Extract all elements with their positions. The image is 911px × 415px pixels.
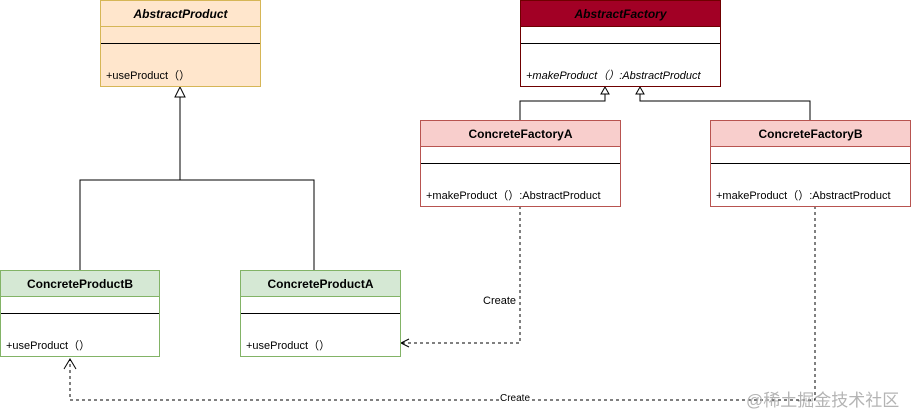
inheritance-arrowhead-factory-b: [635, 85, 645, 95]
operation-use-product: +useProduct（）: [106, 70, 191, 82]
operation-use-product: +useProduct（）: [246, 340, 331, 352]
create-dependency-line-a: [402, 206, 521, 344]
attributes-section: [101, 27, 260, 44]
class-name-concrete-factory-a: ConcreteFactoryA: [421, 121, 620, 147]
attributes-section: [241, 297, 400, 314]
class-abstract-factory[interactable]: AbstractFactory +makeProduct（）:AbstractP…: [520, 0, 721, 87]
create-arrowhead-b: [63, 358, 77, 370]
class-name-concrete-product-b: ConcreteProductB: [1, 271, 159, 297]
inheritance-arrowhead-factory-a: [600, 85, 610, 95]
class-abstract-product[interactable]: AbstractProduct +useProduct（）: [100, 0, 261, 87]
inheritance-arrowhead-product: [174, 85, 186, 98]
inheritance-line-factory-a: [519, 92, 606, 120]
inheritance-line-product-b: [79, 97, 181, 270]
attributes-section: [421, 147, 620, 164]
create-label-a: Create: [482, 295, 518, 307]
class-concrete-product-b[interactable]: ConcreteProductB +useProduct（）: [0, 270, 160, 357]
create-dependency-line-b: [69, 206, 816, 401]
attributes-section: [711, 147, 910, 164]
class-name-concrete-product-a: ConcreteProductA: [241, 271, 400, 297]
class-name-abstract-product: AbstractProduct: [101, 1, 260, 27]
class-concrete-factory-a[interactable]: ConcreteFactoryA +makeProduct（）:Abstract…: [420, 120, 621, 207]
class-name-abstract-factory: AbstractFactory: [521, 1, 720, 27]
operation-make-product: +makeProduct（）:AbstractProduct: [426, 190, 601, 202]
attributes-section: [1, 297, 159, 314]
operation-make-product: +makeProduct（）:AbstractProduct: [526, 70, 701, 82]
watermark-text: @稀土掘金技术社区: [746, 391, 900, 410]
create-arrowhead-a: [399, 338, 410, 348]
class-concrete-product-a[interactable]: ConcreteProductA +useProduct（）: [240, 270, 401, 357]
attributes-section: [521, 27, 720, 44]
operation-use-product: +useProduct（）: [6, 340, 91, 352]
class-concrete-factory-b[interactable]: ConcreteFactoryB +makeProduct（）:Abstract…: [710, 120, 911, 207]
class-name-concrete-factory-b: ConcreteFactoryB: [711, 121, 910, 147]
inheritance-line-factory-b: [639, 92, 811, 120]
inheritance-line-product-a: [180, 179, 315, 270]
create-label-b: Create: [499, 393, 532, 404]
operation-make-product: +makeProduct（）:AbstractProduct: [716, 190, 891, 202]
